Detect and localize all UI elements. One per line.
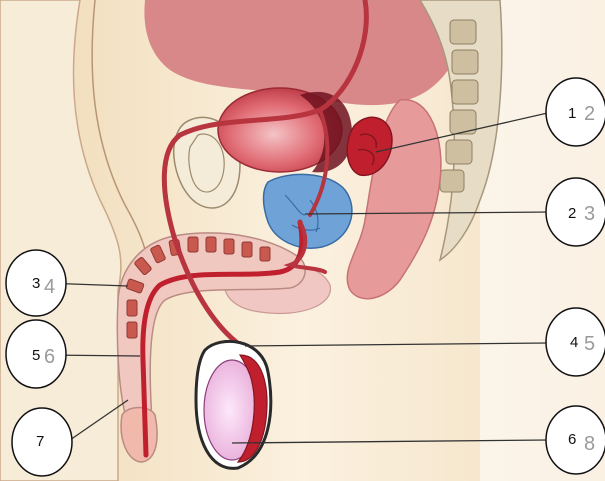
faint-digit-3: 4 — [44, 276, 55, 298]
label-6: 6 — [568, 431, 576, 448]
label-3: 3 — [32, 275, 40, 292]
faint-digit-6: 8 — [584, 433, 595, 455]
label-7: 7 — [36, 433, 44, 450]
label-5: 5 — [32, 347, 40, 364]
label-2: 2 — [568, 205, 576, 222]
faint-digit-1: 2 — [584, 103, 595, 125]
faint-digit-5: 6 — [44, 346, 55, 368]
label-4: 4 — [570, 334, 578, 351]
label-1: 1 — [568, 105, 576, 122]
faint-digit-4: 5 — [584, 333, 595, 355]
faint-digit-2: 3 — [584, 203, 595, 225]
